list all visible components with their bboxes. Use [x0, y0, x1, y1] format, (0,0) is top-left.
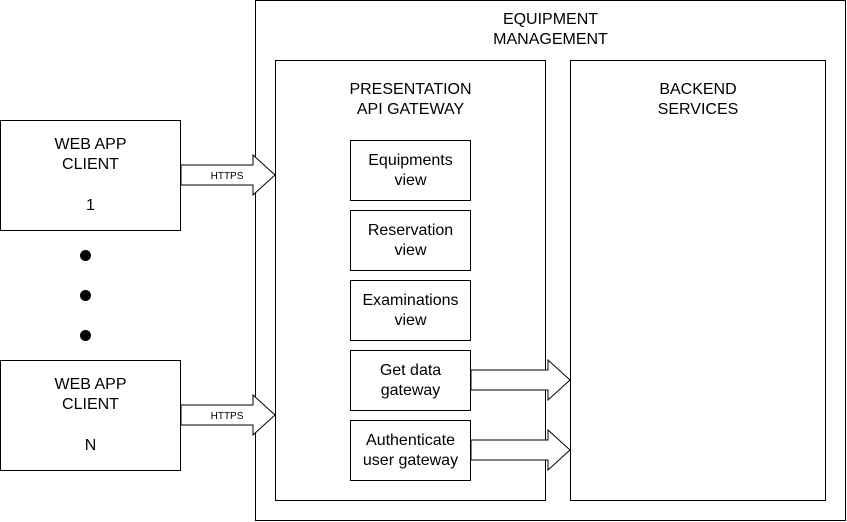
- web-app-client-n-box: [0, 360, 181, 471]
- web-app-client-1-id: 1: [86, 197, 95, 214]
- https-label-client-n: HTTPS: [211, 411, 244, 422]
- ellipsis-dot-1: [80, 250, 91, 261]
- ellipsis-dot-2: [80, 290, 91, 301]
- equipment-management-title: EQUIPMENT MANAGEMENT: [493, 11, 608, 48]
- web-app-client-1-box: [0, 120, 181, 231]
- authenticate-user-gateway-box: Authenticate user gateway: [350, 420, 471, 481]
- examinations-view-label: Examinations view: [362, 291, 459, 329]
- get-data-gateway-label: Get data gateway: [379, 361, 442, 399]
- backend-services-container: [570, 60, 826, 501]
- web-app-client-n-id: N: [84, 437, 97, 454]
- web-app-client-1-title: WEB APP CLIENT: [54, 136, 127, 173]
- equipments-view-label: Equipments view: [368, 151, 453, 189]
- authenticate-user-gateway-label: Authenticate user gateway: [362, 431, 459, 469]
- web-app-client-n-title: WEB APP CLIENT: [54, 376, 127, 413]
- examinations-view-box: Examinations view: [350, 280, 471, 341]
- reservation-view-label: Reservation view: [367, 221, 454, 259]
- get-data-gateway-box: Get data gateway: [350, 350, 471, 411]
- presentation-api-gateway-title: PRESENTATION API GATEWAY: [349, 81, 472, 118]
- ellipsis-dot-3: [80, 330, 91, 341]
- equipments-view-box: Equipments view: [350, 140, 471, 201]
- reservation-view-box: Reservation view: [350, 210, 471, 271]
- backend-services-title: BACKEND SERVICES: [657, 81, 739, 118]
- https-label-client-1: HTTPS: [211, 171, 244, 182]
